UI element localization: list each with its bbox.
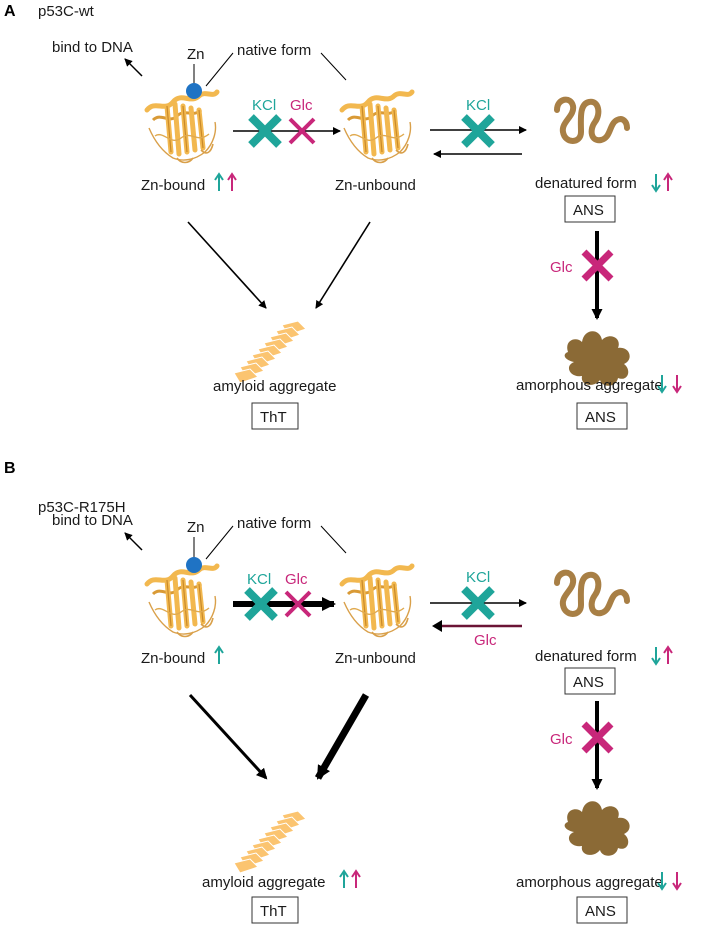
refolding-arrowhead-b: [432, 620, 442, 632]
kcl-increase-arrow-b: [214, 645, 224, 664]
zn-bound-label-b: Zn-bound: [141, 650, 205, 667]
zn-bound-label: Zn-bound: [141, 177, 205, 194]
glc-increase-arrow-2-b: [663, 645, 673, 664]
kcl-increase-arrow: [214, 172, 224, 191]
denatured-coil-structure-b: [557, 573, 627, 614]
zn-unbound-protein-structure: [342, 92, 412, 163]
glc-label-b: Glc: [285, 571, 308, 588]
zn-bound-protein-structure: [147, 92, 217, 163]
tht-box-b: [251, 896, 299, 924]
glc-block-x-icon-b: [284, 590, 312, 618]
ans-label-1: ANS: [573, 202, 604, 219]
glc-refolding-label: Glc: [474, 632, 497, 649]
glc-decrease-arrow: [672, 375, 682, 394]
zn-unbound-protein-structure-b: [342, 566, 412, 637]
panel-a-letter: A: [4, 3, 16, 20]
zn-label-b: Zn: [187, 519, 205, 536]
kcl-label-2: KCl: [466, 97, 490, 114]
glc-block-x-icon-vertical: [581, 249, 614, 282]
zn-bound-to-amyloid-arrow-b: [188, 693, 268, 780]
zn-bound-to-amyloid-arrow: [187, 221, 267, 309]
glc-increase-arrow-2: [663, 172, 673, 191]
native-form-label: native form: [237, 42, 311, 59]
amorphous-aggregate-shape-b: [564, 801, 630, 856]
glc-label-vertical-b: Glc: [550, 731, 573, 748]
ans-label-2-b: ANS: [585, 903, 616, 920]
glc-increase-arrow-amyloid-b: [351, 869, 361, 888]
amorphous-aggregate-label-b: amorphous aggregate: [516, 874, 663, 891]
denatured-coil-structure: [557, 100, 627, 141]
kcl-label-2-b: KCl: [466, 569, 490, 586]
amyloid-aggregate-label: amyloid aggregate: [213, 378, 336, 395]
glc-block-x-icon: [288, 117, 316, 145]
kcl-decrease-arrow-2: [657, 375, 667, 394]
tht-label: ThT: [260, 409, 287, 426]
ans-box-2: [576, 402, 628, 430]
kcl-decrease-arrow-2-b: [657, 872, 667, 891]
zn-unbound-to-amyloid-arrow: [315, 221, 371, 309]
kcl-increase-arrow-amyloid-b: [339, 869, 349, 888]
kcl-block-x-icon: [248, 114, 282, 148]
amorphous-aggregate-label: amorphous aggregate: [516, 377, 663, 394]
ans-box-1: [564, 195, 616, 223]
bind-dna-label: bind to DNA: [52, 39, 133, 56]
kcl-label-b: KCl: [247, 571, 271, 588]
bind-dna-label-b: bind to DNA: [52, 512, 133, 529]
kcl-block-x-icon-b: [244, 587, 278, 621]
ans-box-1-b: [564, 667, 616, 695]
amyloid-aggregate-shape-b: [233, 810, 307, 874]
ans-box-2-b: [576, 896, 628, 924]
panel-b-letter: B: [4, 460, 16, 477]
kcl-label: KCl: [252, 97, 276, 114]
denatured-form-label-b: denatured form: [535, 648, 637, 665]
native-form-pointer-left-b: [205, 525, 234, 560]
zn-unbound-label-b: Zn-unbound: [335, 650, 416, 667]
zn-unbound-to-amyloid-arrow-b: [314, 693, 370, 780]
tht-box: [251, 402, 299, 430]
kcl-decrease-arrow-b: [651, 647, 661, 666]
ans-label-2: ANS: [585, 409, 616, 426]
bind-dna-arrow-b: [124, 532, 143, 551]
zn-unbound-label: Zn-unbound: [335, 177, 416, 194]
glc-block-x-icon-vertical-b: [581, 721, 614, 754]
zinc-ion-icon: [186, 83, 202, 99]
glc-label-vertical: Glc: [550, 259, 573, 276]
native-form-pointer-left: [205, 52, 234, 87]
native-form-pointer-right: [320, 52, 347, 81]
panel-a-title: p53C-wt: [38, 3, 95, 20]
amyloid-aggregate-shape: [233, 320, 307, 384]
zinc-ion-icon-b: [186, 557, 202, 573]
native-form-pointer-right-b: [320, 525, 347, 554]
bind-dna-arrow: [124, 58, 143, 77]
zn-label: Zn: [187, 46, 205, 63]
zn-bound-protein-structure-b: [147, 566, 217, 637]
glc-label: Glc: [290, 97, 313, 114]
tht-label-b: ThT: [260, 903, 287, 920]
glc-increase-arrow: [227, 172, 237, 191]
amyloid-aggregate-label-b: amyloid aggregate: [202, 874, 325, 891]
kcl-block-x-icon-2: [461, 114, 495, 148]
native-form-label-b: native form: [237, 515, 311, 532]
glc-decrease-arrow-b: [672, 872, 682, 891]
kcl-decrease-arrow: [651, 174, 661, 193]
panel-b-title: p53C-R175H: [38, 499, 126, 516]
ans-label-1-b: ANS: [573, 674, 604, 691]
kcl-block-x-icon-2-b: [461, 586, 495, 620]
denatured-form-label: denatured form: [535, 175, 637, 192]
